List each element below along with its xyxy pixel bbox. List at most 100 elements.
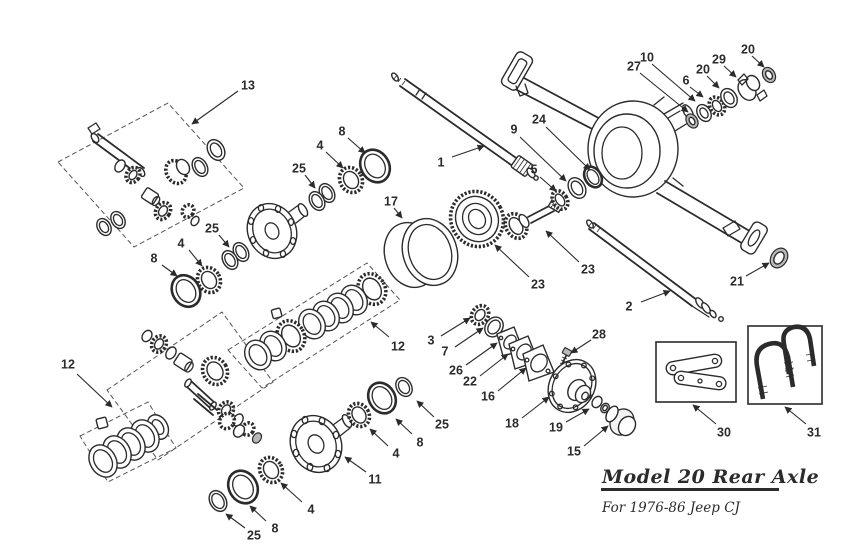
traclok-bearing-cup-right	[366, 381, 398, 415]
leader-arrow-26	[465, 342, 498, 366]
leader-arrow-17	[393, 207, 403, 219]
leader-arrow-24	[545, 126, 591, 171]
leader-arrow-12	[370, 321, 390, 338]
callout-8: 8	[272, 522, 279, 536]
callout-21: 21	[730, 275, 744, 289]
callout-17: 17	[384, 195, 398, 209]
leader-arrow-21	[745, 262, 770, 277]
differential-cover-gasket	[383, 217, 459, 289]
callout-10: 10	[640, 51, 654, 65]
pinion-bearing-cup	[567, 177, 587, 199]
leader-arrow-5	[539, 176, 557, 192]
leader-arrow-19	[565, 408, 590, 423]
leader-arrow-27	[639, 72, 689, 113]
leader-arrow-25	[218, 234, 230, 248]
clutch-pack-left	[88, 414, 170, 478]
callout-8: 8	[339, 125, 346, 139]
callout-29: 29	[712, 53, 726, 67]
callout-11: 11	[368, 473, 381, 487]
callout-6: 6	[683, 74, 690, 88]
callout-25: 25	[292, 162, 306, 176]
callout-13: 13	[241, 79, 255, 93]
axle-shaft-right	[586, 219, 725, 323]
axle-bearing	[469, 303, 491, 327]
callout-5: 5	[531, 163, 538, 177]
ubolt-straps-box	[655, 341, 737, 403]
axle-housing-assembly	[500, 51, 768, 255]
open-diff-internals-box	[57, 102, 245, 248]
callout-22: 22	[463, 375, 477, 389]
callout-28: 28	[592, 328, 606, 342]
callout-19: 19	[549, 421, 563, 435]
callout-15: 15	[567, 445, 581, 459]
leader-arrow-18	[521, 396, 550, 419]
clutch-pack-box-right	[227, 262, 401, 389]
traclok-shim-right	[395, 376, 413, 398]
page-subtitle: For 1976-86 Jeep CJ	[601, 500, 742, 516]
pinion-washer	[720, 87, 738, 109]
leader-arrow-8	[395, 418, 413, 435]
carrier-shims-right	[308, 182, 336, 212]
side-gear-thrust-washers	[191, 138, 226, 178]
callout-20: 20	[741, 43, 755, 57]
callout-9: 9	[511, 123, 518, 137]
leader-arrow-9	[519, 136, 567, 182]
callout-8: 8	[417, 436, 424, 450]
leader-arrow-4	[280, 482, 303, 503]
page-title: Model 20 Rear Axle	[601, 466, 819, 488]
open-diff-internals	[87, 122, 200, 237]
callout-31: 31	[807, 426, 821, 440]
leader-arrow-8	[347, 137, 366, 154]
clutch-pack-box-left	[79, 401, 177, 483]
leader-arrow-2	[640, 289, 671, 303]
leader-arrow-28	[570, 339, 592, 354]
traclok-bearing-right	[346, 401, 372, 429]
hub-flange	[547, 358, 597, 414]
leader-arrow-4	[188, 249, 203, 267]
callout-24: 24	[532, 113, 546, 127]
leader-arrow-13	[191, 90, 239, 125]
diff-case-traclok	[289, 413, 353, 474]
leader-arrow-11	[344, 456, 367, 473]
callout-4: 4	[308, 503, 315, 517]
leader-arrow-31	[784, 406, 807, 425]
clutch-pack-right	[243, 271, 388, 371]
pinion-nut	[761, 66, 777, 84]
callout-23: 23	[581, 263, 595, 277]
hub-washer-nut	[591, 395, 610, 414]
callout-16: 16	[481, 390, 495, 404]
spider-gear-cluster	[193, 393, 246, 438]
axle-shaft-seal	[769, 247, 789, 269]
leader-arrow-30	[692, 404, 717, 425]
callout-12: 12	[61, 358, 75, 372]
leader-arrow-25	[225, 513, 246, 529]
ring-gear	[448, 189, 506, 249]
carrier-bearing-cup-left	[170, 273, 202, 309]
leader-arrow-16	[497, 367, 527, 392]
leader-arrow-25	[416, 400, 435, 418]
axle-tube-flange-right	[740, 221, 768, 255]
leader-arrow-4	[325, 151, 344, 169]
callout-2: 2	[626, 300, 633, 314]
callout-20: 20	[696, 63, 710, 77]
leader-arrow-15	[583, 425, 609, 447]
callout-8: 8	[151, 252, 158, 266]
callout-4: 4	[317, 139, 324, 153]
traclok-internals	[141, 329, 263, 444]
pinion-slinger-washer	[696, 103, 712, 123]
leader-arrow-10	[651, 63, 696, 102]
leader-arrow-23	[494, 244, 530, 278]
pinion-seal	[685, 113, 699, 129]
spring-perch-bracket-right	[722, 220, 741, 237]
axle-inner-seal	[484, 316, 504, 338]
callout-12: 12	[391, 340, 405, 354]
ubolts-box	[747, 324, 823, 405]
callout-1: 1	[438, 156, 445, 170]
title-underline	[601, 488, 779, 491]
leader-arrow-29	[723, 65, 737, 78]
callout-7: 7	[442, 345, 449, 359]
leader-arrow-8	[249, 505, 267, 522]
